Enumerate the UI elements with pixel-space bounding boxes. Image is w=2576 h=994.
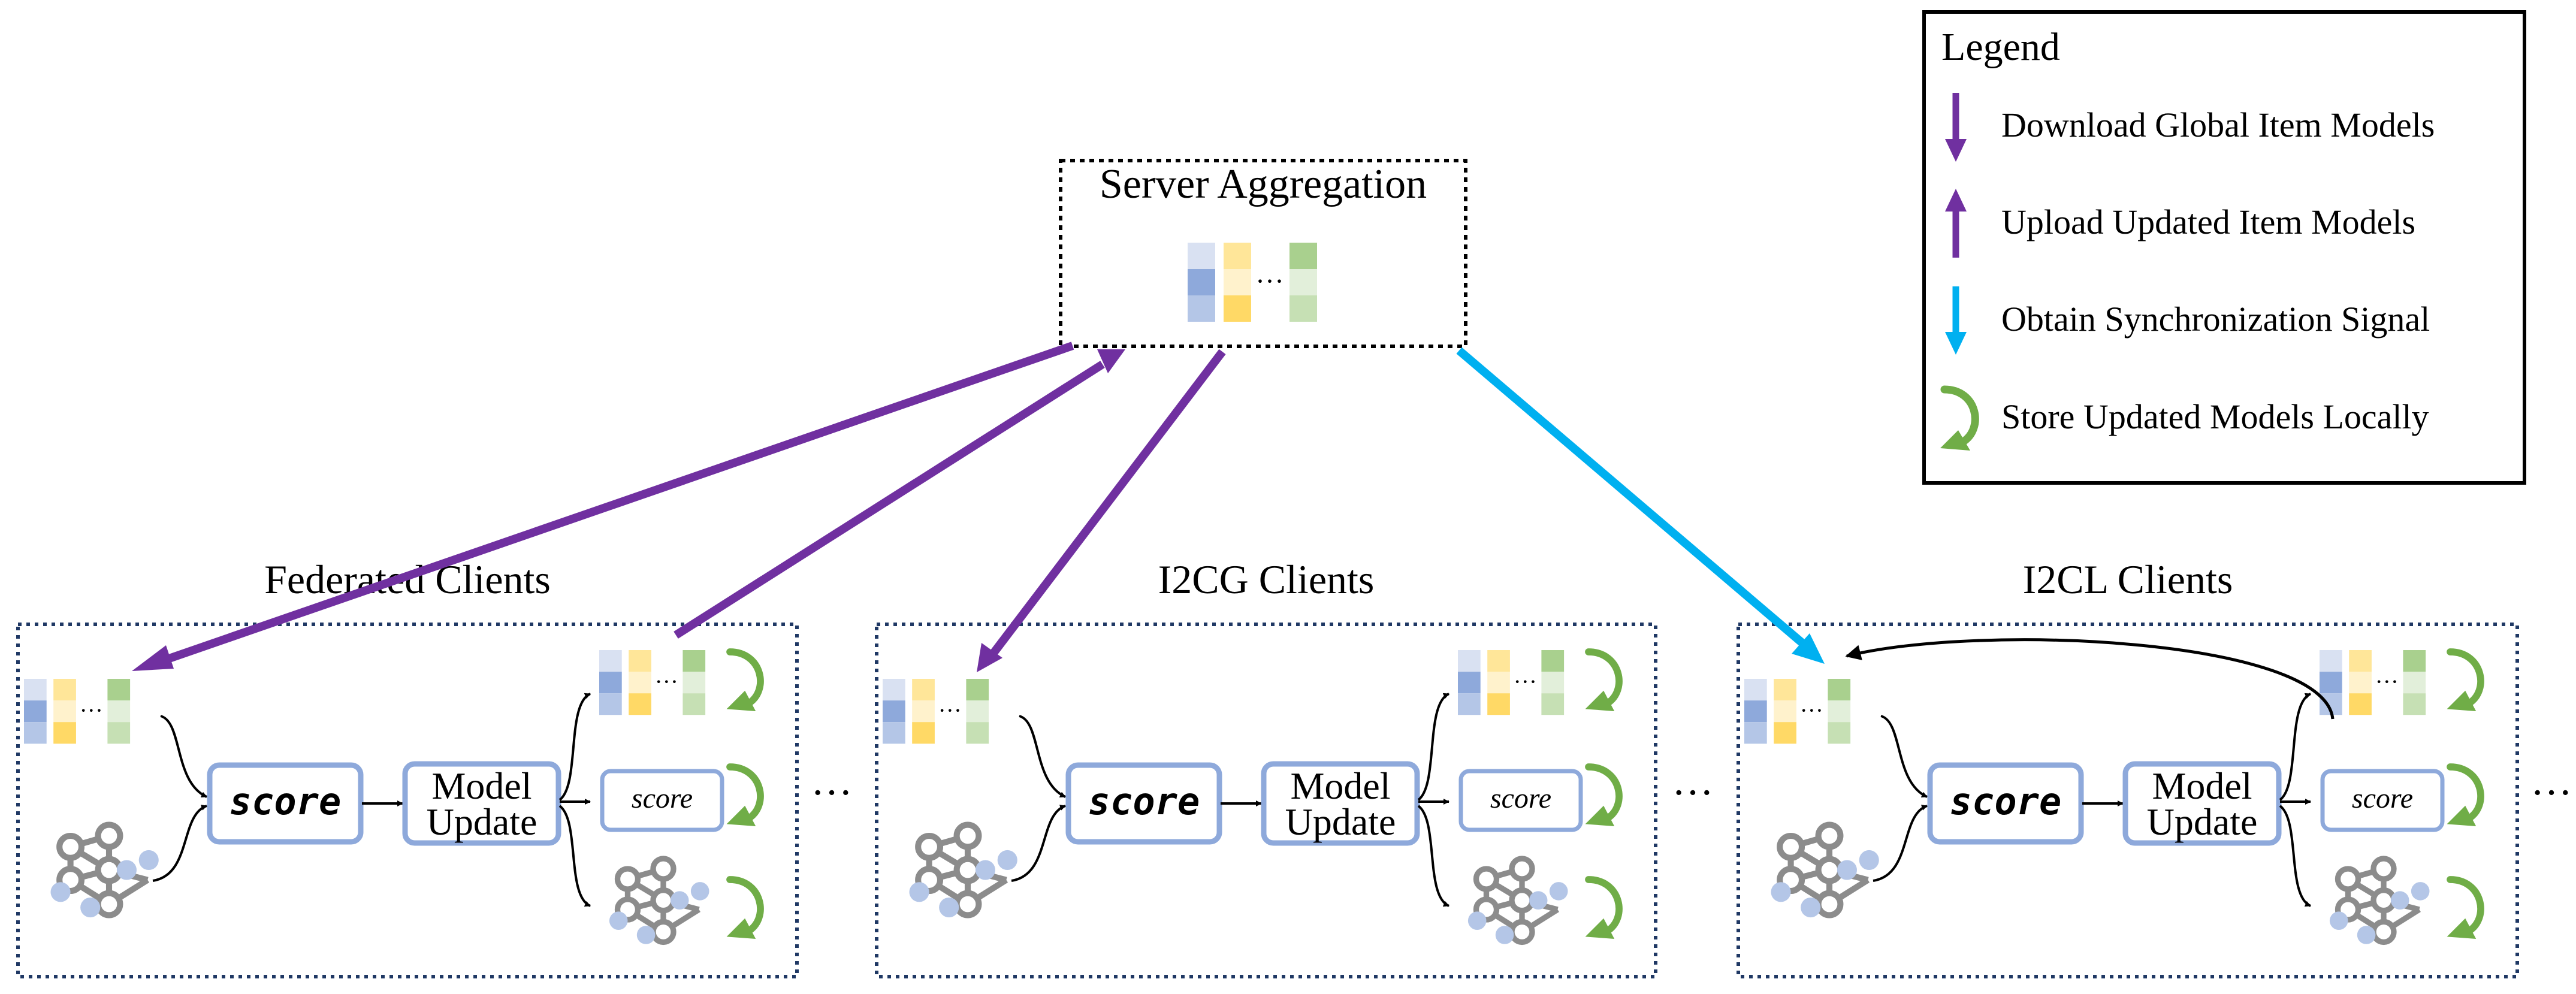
updated-score-box: score: [600, 769, 724, 832]
server-embedding-matrix: ···: [1188, 243, 1317, 322]
communication-arrows: [132, 342, 2335, 720]
updated-embedding-icon: ···: [1458, 650, 1565, 715]
model-to-score-arrow: [152, 805, 207, 882]
download-arrow-i2cg: [990, 349, 1226, 656]
updated-score-box: score: [2320, 769, 2445, 832]
embedding-to-score-arrow: [1019, 715, 1066, 798]
score-box: score: [1065, 762, 1222, 845]
legend-label-store: Store Updated Models Locally: [2001, 397, 2429, 436]
score-label: score: [1088, 780, 1200, 823]
model-to-score-arrow: [1011, 805, 1066, 882]
legend-label-upload: Upload Updated Item Models: [2001, 203, 2415, 241]
store-locally-icon: [726, 876, 764, 939]
client-group-title: I2CG Clients: [1158, 557, 1375, 602]
legend-label-download: Download Global Item Models: [2001, 105, 2435, 144]
download-arrowhead-federated: [132, 645, 174, 671]
update-to-model-arrow: [2279, 805, 2311, 907]
client-group-frame: [16, 623, 799, 978]
local-embedding-icon: ···: [1744, 679, 1851, 744]
embedding-ellipsis: ···: [1514, 669, 1537, 695]
ellipsis-between-2: ···: [1672, 770, 1714, 816]
score-label: score: [1950, 780, 2062, 823]
download-arrowhead-i2cg: [977, 643, 1002, 672]
updated-model-icon: [2329, 856, 2430, 945]
model-update-label-line1: Model: [431, 765, 531, 807]
embedding-ellipsis: ···: [2375, 669, 2399, 695]
legend-label-sync: Obtain Synchronization Signal: [2001, 300, 2430, 339]
client-group-frame: [1737, 623, 2519, 978]
model-update-label-line2: Update: [2147, 800, 2258, 843]
local-embedding-icon: ···: [24, 679, 131, 744]
client-group-title: I2CL Clients: [2023, 557, 2233, 602]
model-to-score-arrow: [1873, 805, 1928, 882]
client-group-1: Federated Clients···scoreModelUpdate···s…: [16, 557, 799, 978]
model-update-label-line1: Model: [1290, 765, 1390, 807]
embedding-to-score-arrow: [1880, 715, 1928, 798]
updated-model-icon: [1467, 856, 1568, 945]
upload-arrow-federated: [674, 361, 1105, 639]
local-model-icon: [909, 821, 1017, 919]
legend: Legend Download Global Item Models Uploa…: [1922, 10, 2526, 485]
legend-title: Legend: [1941, 25, 2060, 69]
blue-down-arrow-icon: [1945, 286, 1967, 355]
updated-embedding-icon: ···: [2320, 650, 2426, 715]
server-embedding-icon: ···: [1188, 243, 1317, 322]
upload-arrowhead-federated: [1097, 349, 1125, 373]
embedding-ellipsis: ···: [1255, 265, 1284, 297]
green-curved-arrow-icon: [1940, 385, 1979, 451]
updated-model-icon: [609, 856, 709, 945]
updated-embedding-icon: ···: [599, 650, 706, 715]
model-update-label-line2: Update: [427, 800, 537, 843]
embedding-ellipsis: ···: [938, 697, 962, 724]
ellipsis-between-1: ···: [811, 770, 853, 816]
embedding-ellipsis: ···: [655, 669, 678, 695]
updated-score-label: score: [2352, 782, 2413, 814]
embedding-ellipsis: ···: [80, 697, 103, 724]
store-locally-icon: [1585, 648, 1623, 711]
store-locally-icon: [2447, 876, 2484, 939]
embedding-to-score-arrow: [160, 715, 207, 798]
update-to-model-arrow: [558, 805, 591, 907]
model-update-label-line1: Model: [2152, 765, 2252, 807]
store-locally-icon: [726, 763, 764, 826]
score-label: score: [229, 780, 342, 823]
sync-signal-arrowhead-i2cl: [1792, 633, 1825, 664]
client-group-frame: [875, 623, 1657, 978]
updated-score-label: score: [1490, 782, 1551, 814]
store-locally-icon: [726, 648, 764, 711]
sync-signal-arrow-i2cl: [1456, 347, 1807, 648]
update-to-embedding-arrow: [1417, 693, 1450, 801]
updated-score-label: score: [632, 782, 693, 814]
local-embedding-icon: ···: [883, 679, 989, 744]
store-locally-icon: [1585, 876, 1623, 939]
update-to-model-arrow: [1417, 805, 1449, 907]
embedding-ellipsis: ···: [1800, 697, 1823, 724]
update-to-embedding-arrow: [2279, 693, 2312, 801]
updated-score-box: score: [1458, 769, 1583, 832]
store-locally-icon: [1585, 763, 1623, 826]
local-model-icon: [1771, 821, 1879, 919]
legend-box: [1922, 10, 2526, 485]
server-title: Server Aggregation: [1100, 161, 1427, 207]
i2cl-local-sync-arrow: [1845, 638, 2335, 720]
store-locally-icon: [2447, 763, 2484, 826]
purple-up-arrow-icon: [1945, 189, 1967, 258]
store-locally-icon: [2447, 648, 2484, 711]
model-update-label-line2: Update: [1285, 800, 1396, 843]
download-arrow-federated: [157, 342, 1074, 666]
update-to-embedding-arrow: [558, 693, 591, 801]
purple-down-arrow-icon: [1945, 93, 1967, 162]
local-model-icon: [50, 821, 159, 919]
score-box: score: [207, 762, 364, 845]
server-aggregation-box: Server Aggregation ···: [1059, 159, 1467, 348]
ellipsis-between-3: ···: [2530, 770, 2572, 816]
score-box: score: [1927, 762, 2084, 845]
